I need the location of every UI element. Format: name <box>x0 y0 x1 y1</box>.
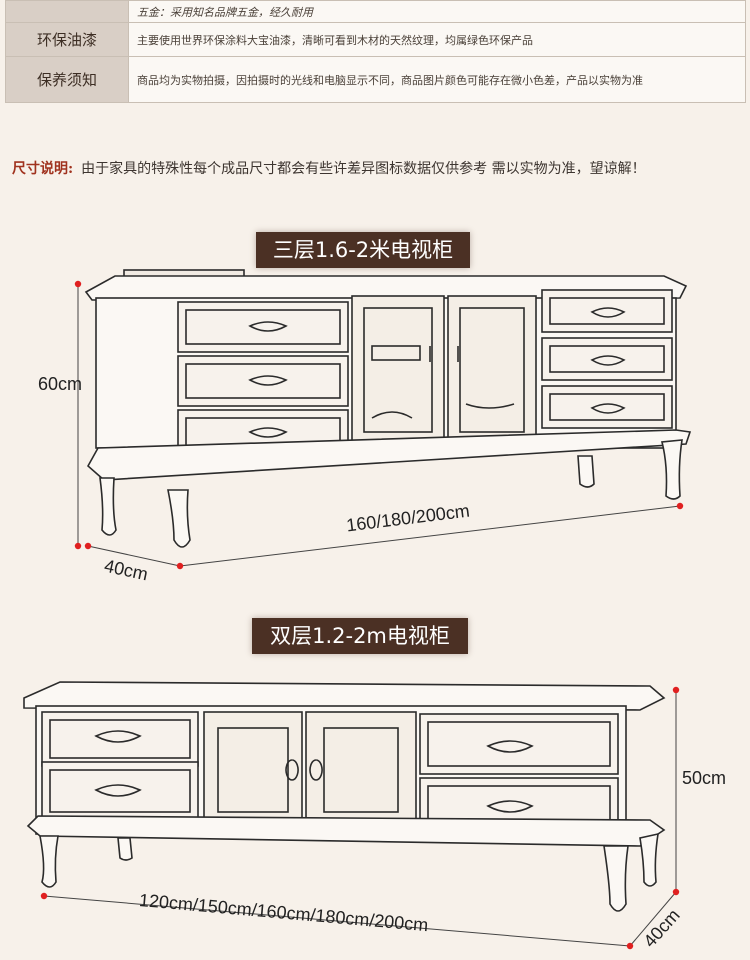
spec-value: 主要使用世界环保涂料大宝油漆，清晰可看到木材的天然纹理，均属绿色环保产品 <box>128 22 746 57</box>
spec-row-care: 保养须知 商品均为实物拍摄，因拍摄时的光线和电脑显示不同，商品图片颜色可能存在微… <box>5 56 746 103</box>
spec-row-paint: 环保油漆 主要使用世界环保涂料大宝油漆，清晰可看到木材的天然纹理，均属绿色环保产… <box>5 22 746 57</box>
spec-key: 环保油漆 <box>5 22 129 57</box>
size-note-label: 尺寸说明: <box>12 161 74 177</box>
product1-title: 三层1.6-2米电视柜 <box>256 232 470 268</box>
two-tier-cabinet-drawing <box>23 681 666 912</box>
size-note-text: 由于家具的特殊性每个成品尺寸都会有些许差异图标数据仅供参考 需以实物为准，望谅解… <box>81 161 646 177</box>
size-note: 尺寸说明: 由于家具的特殊性每个成品尺寸都会有些许差异图标数据仅供参考 需以实物为… <box>12 158 742 178</box>
spec-table: 五金：采用知名品牌五金，经久耐用 环保油漆 主要使用世界环保涂料大宝油漆，清晰可… <box>5 0 746 103</box>
spec-key: 保养须知 <box>5 56 129 103</box>
dimension-dots <box>40 280 684 950</box>
product2-title: 双层1.2-2m电视柜 <box>252 618 468 654</box>
product2-height-label: 50cm <box>682 768 727 788</box>
product1-height-label: 60cm <box>38 374 83 394</box>
dimension-lines <box>43 284 681 947</box>
three-tier-cabinet-drawing <box>84 269 692 548</box>
spec-value: 商品均为实物拍摄，因拍摄时的光线和电脑显示不同，商品图片颜色可能存在微小色差，产… <box>128 56 746 103</box>
